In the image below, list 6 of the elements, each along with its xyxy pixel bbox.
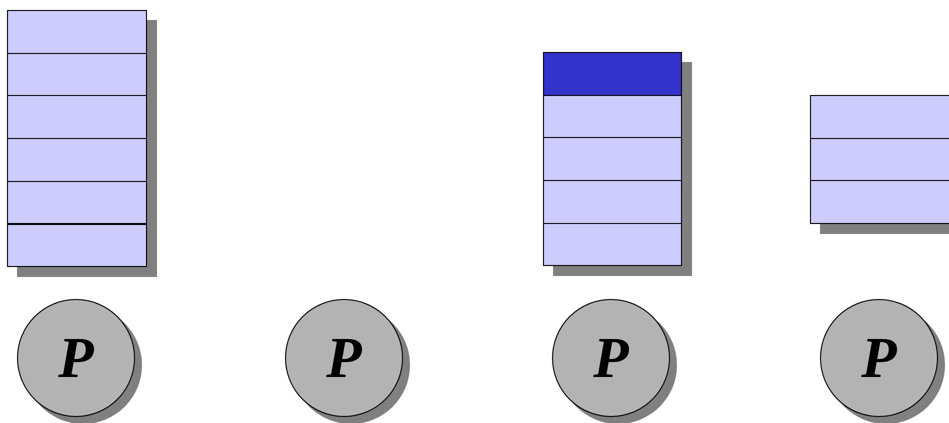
memory-cell (810, 138, 949, 182)
processor-label: P (326, 329, 362, 387)
processor-label: P (593, 329, 629, 387)
memory-cell (810, 95, 949, 139)
processor-label: P (58, 329, 94, 387)
processor-label: P (861, 329, 897, 387)
